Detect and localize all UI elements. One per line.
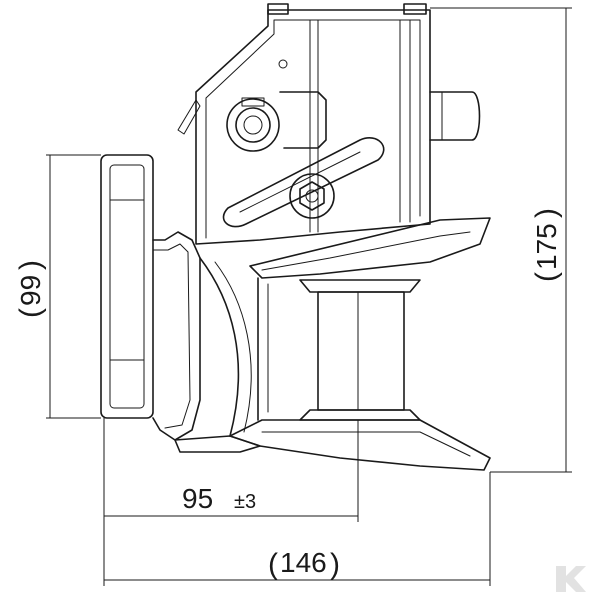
pivot-inner	[243, 115, 263, 135]
top-bolt-left	[267, 3, 289, 15]
throat-inner	[214, 261, 252, 433]
body-neck	[152, 231, 201, 441]
lever-hub-outer	[289, 173, 335, 219]
pivot-outer	[226, 98, 280, 152]
upper-housing-inner	[205, 19, 421, 239]
dim175-paren-left: (	[530, 272, 563, 282]
dim95-label: 95	[182, 483, 213, 514]
lever-highlight	[239, 151, 361, 213]
lever-hub-nut	[299, 181, 325, 211]
pivot-mid	[235, 107, 271, 143]
dimension-labels: ( 175 ) ( 99 ) 95 ±3 ( 146 )	[14, 208, 563, 581]
spool-bottom	[299, 409, 421, 421]
pivot-cover	[279, 91, 327, 149]
upper-jaw	[249, 217, 491, 279]
upper-jaw-inner	[261, 231, 471, 271]
dim99-paren-right: )	[14, 260, 47, 270]
dim95-tolerance: ±3	[234, 491, 256, 513]
side-rib	[177, 99, 201, 135]
dim146-paren-left: (	[268, 548, 278, 581]
dim146-label: 146	[280, 547, 327, 578]
spool-body	[317, 291, 405, 411]
top-bolt-right	[403, 3, 427, 15]
lower-jaw	[229, 419, 491, 471]
dim99-paren-left: (	[14, 308, 47, 318]
dimension-lines	[46, 7, 572, 586]
lever-hub-core	[305, 189, 319, 203]
mounting-plate	[100, 154, 154, 419]
dim175-paren-right: )	[530, 208, 563, 218]
body-neck-inner	[152, 243, 191, 429]
locking-lever	[222, 137, 385, 228]
upper-housing	[195, 9, 431, 245]
side-stub	[429, 91, 481, 141]
dim175-label: 175	[531, 223, 562, 270]
mounting-plate-inner	[109, 164, 145, 409]
spool-top	[299, 279, 421, 293]
dim146-paren-right: )	[330, 548, 340, 581]
top-hole	[278, 59, 288, 69]
k-logo-icon	[556, 566, 586, 592]
pivot-tab	[241, 97, 265, 107]
dim99-label: 99	[15, 275, 46, 306]
lower-jaw-inner	[261, 431, 471, 457]
hitch-part	[100, 3, 491, 471]
throat-outer	[199, 257, 240, 437]
lower-base	[174, 435, 261, 453]
